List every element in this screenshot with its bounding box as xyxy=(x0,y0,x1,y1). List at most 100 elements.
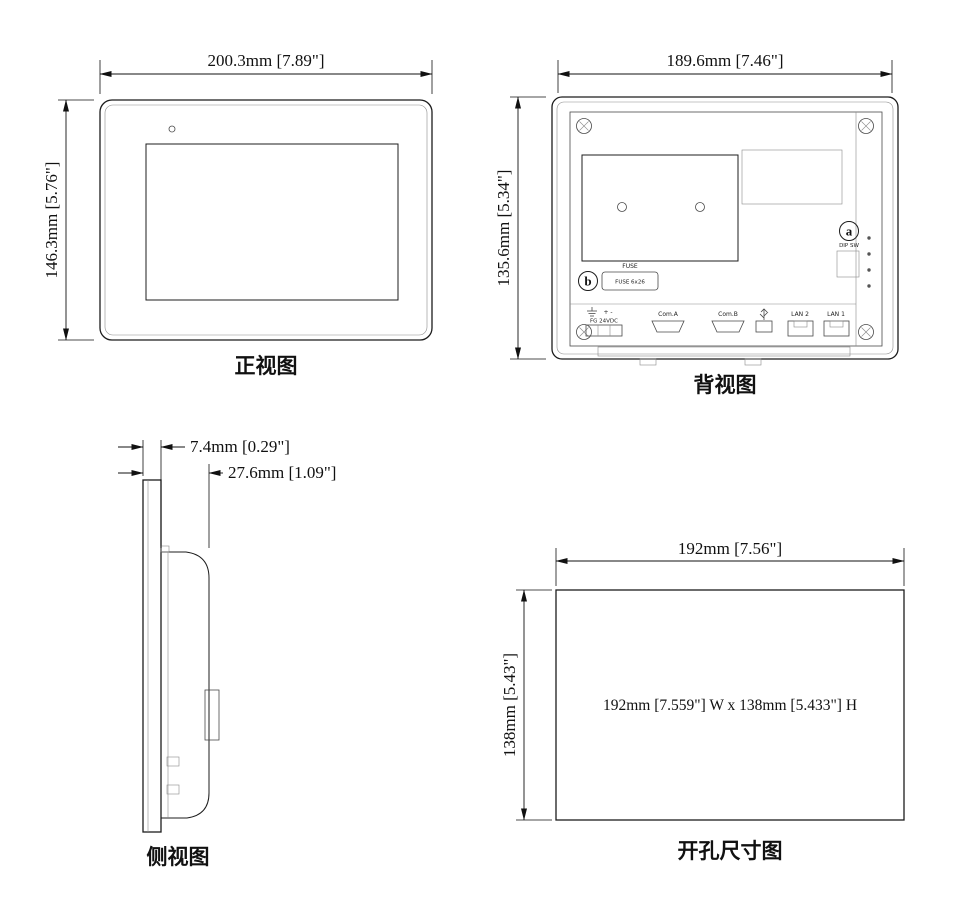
com-b-label: Com.B xyxy=(718,311,738,318)
back-width-dimension: 189.6mm [7.46"] xyxy=(667,51,784,70)
pin-dot xyxy=(867,284,871,288)
side-bezel-depth-dimension: 7.4mm [0.29"] xyxy=(190,437,290,456)
screw-icon xyxy=(576,324,592,340)
screw-icon xyxy=(576,118,592,134)
cutout-height-dimension: 138mm [5.43"] xyxy=(500,653,519,757)
corner-screw-bottom-left xyxy=(576,324,592,340)
back-view-label: 背视图 xyxy=(694,373,757,397)
pin-dot xyxy=(867,252,871,256)
pin-dot xyxy=(867,236,871,240)
usb-connector xyxy=(755,320,773,333)
fuse-title: FUSE xyxy=(622,263,638,270)
power-marks: + - xyxy=(603,309,612,316)
back-dim-width: 189.6mm [7.46"] xyxy=(557,51,893,93)
callout-a-label: a xyxy=(846,224,853,239)
side-body xyxy=(160,551,210,819)
back-panel xyxy=(569,111,883,347)
side-slot xyxy=(166,784,180,795)
cutout-view-label: 开孔尺寸图 xyxy=(678,839,783,863)
com-a-port: Com.A xyxy=(651,311,685,333)
rj45-connector xyxy=(823,320,850,337)
corner-screw-top-left xyxy=(576,118,592,134)
bottom-recess xyxy=(597,346,851,357)
cutout-size-text: 192mm [7.559"] W x 138mm [5.433"] H xyxy=(603,697,857,714)
side-view-label: 侧视图 xyxy=(147,845,210,869)
side-step xyxy=(160,545,170,553)
side-dim-total-depth: 27.6mm [1.09"] xyxy=(118,463,336,548)
pin-dot xyxy=(867,268,871,272)
dsub-connector xyxy=(651,320,685,333)
back-device-outline xyxy=(551,96,899,360)
cutout-width-dimension: 192mm [7.56"] xyxy=(678,539,782,558)
side-device-outline xyxy=(142,479,220,833)
back-module-secondary xyxy=(741,149,843,205)
mounting-clip xyxy=(204,689,220,741)
screw-icon xyxy=(858,118,874,134)
lan1-port: LAN 1 xyxy=(823,311,850,337)
rj45-tab xyxy=(793,320,808,328)
back-module-main xyxy=(581,154,739,262)
front-dim-height: 146.3mm [5.76"] xyxy=(42,99,94,341)
front-housing-inner-line xyxy=(104,104,428,336)
front-device-outline xyxy=(99,99,433,341)
dip-sw-label: DIP SW xyxy=(839,243,859,249)
lan1-label: LAN 1 xyxy=(827,311,845,318)
front-view-label: 正视图 xyxy=(235,354,298,378)
screw-cross xyxy=(579,121,589,131)
front-led-indicator xyxy=(168,125,176,133)
back-view: a DIP SW b FUSE FUSE 6x26 + - xyxy=(494,51,899,397)
callout-b-label: b xyxy=(584,274,591,289)
module-screw-icon xyxy=(617,202,627,212)
cutout-view: 192mm [7.559"] W x 138mm [5.433"] H 192m… xyxy=(500,539,905,863)
callout-a-group: a DIP SW xyxy=(836,221,871,288)
cutout-dim-width: 192mm [7.56"] xyxy=(555,539,905,586)
callout-a-circle xyxy=(839,221,859,241)
side-total-depth-dimension: 27.6mm [1.09"] xyxy=(228,463,336,482)
usb-port xyxy=(755,308,773,333)
cutout-dim-height: 138mm [5.43"] xyxy=(500,589,552,821)
screw-icon xyxy=(858,324,874,340)
corner-screw-top-right xyxy=(858,118,874,134)
fuse-text: FUSE 6x26 xyxy=(615,280,645,286)
bottom-tab xyxy=(744,358,762,366)
back-height-dimension: 135.6mm [5.34"] xyxy=(494,170,513,287)
front-view: 200.3mm [7.89"] 146.3mm [5.76"] 正视图 xyxy=(42,51,433,378)
power-terminal: + - FG 24VDC xyxy=(585,307,623,337)
side-view: 7.4mm [0.29"] 27.6mm [1.09"] 侧视图 xyxy=(118,437,336,869)
power-label: FG 24VDC xyxy=(590,319,618,325)
front-screen xyxy=(145,143,399,301)
connector-strip: + - FG 24VDC Com.A Com.B xyxy=(570,303,856,337)
module-cover xyxy=(581,154,739,262)
dip-switch xyxy=(836,250,860,278)
terminal-block xyxy=(585,324,623,337)
dsub-connector xyxy=(711,320,745,333)
front-width-dimension: 200.3mm [7.89"] xyxy=(208,51,325,70)
front-height-dimension: 146.3mm [5.76"] xyxy=(42,162,61,279)
back-housing-inner-line xyxy=(556,101,894,355)
callout-b-circle xyxy=(578,271,598,291)
front-dim-width: 200.3mm [7.89"] xyxy=(99,51,433,94)
back-dim-height: 135.6mm [5.34"] xyxy=(494,96,546,360)
screw-cross xyxy=(579,327,589,337)
lan2-label: LAN 2 xyxy=(791,311,809,318)
corner-screw-bottom-right xyxy=(858,324,874,340)
rj45-connector xyxy=(787,320,814,337)
side-bezel xyxy=(142,479,162,833)
screw-cross xyxy=(861,327,871,337)
back-housing xyxy=(551,96,899,360)
module-screw-icon xyxy=(695,202,705,212)
lan2-port: LAN 2 xyxy=(787,311,814,337)
usb-icon xyxy=(759,308,769,320)
fuse-holder xyxy=(601,271,659,291)
com-b-port: Com.B xyxy=(711,311,745,333)
bottom-tab xyxy=(639,358,657,366)
callout-b-group: b FUSE FUSE 6x26 xyxy=(578,263,659,291)
screw-cross xyxy=(861,121,871,131)
com-a-label: Com.A xyxy=(658,311,679,318)
side-dim-bezel-depth: 7.4mm [0.29"] xyxy=(118,437,290,548)
side-slot xyxy=(166,756,180,767)
cutout-rect xyxy=(555,589,905,821)
front-housing xyxy=(99,99,433,341)
